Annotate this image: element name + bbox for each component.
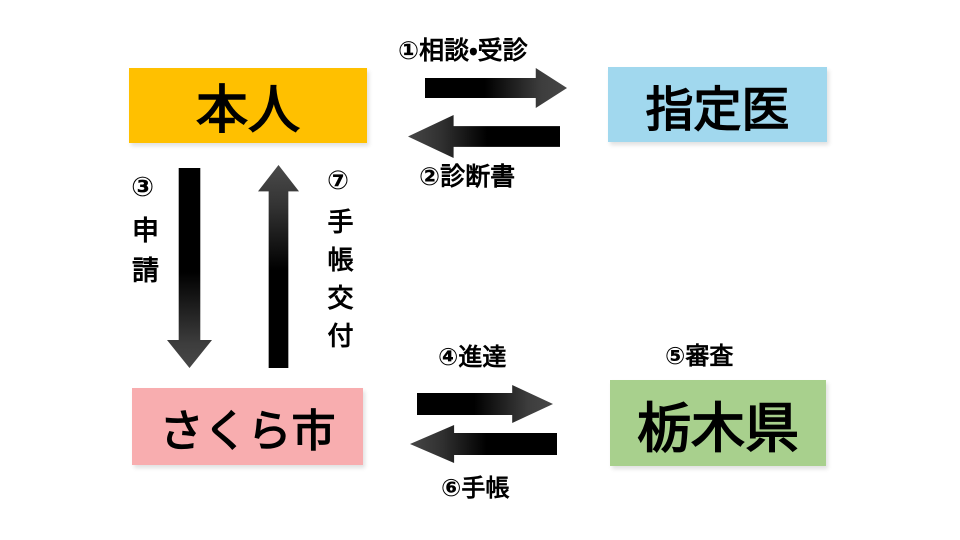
arrow-right-step1-icon [425,68,567,108]
node-tochigi-ken: 栃木県 [610,380,826,466]
node-sakura-shi: さくら市 [132,388,363,465]
label-step7-techou-koufu: ⑦手帳交付 [324,166,354,360]
node-shiteii: 指定医 [608,67,827,142]
arrow-right-step4-icon [417,385,553,423]
label-step6-techou: ⑥手帳 [441,475,510,502]
node-honnin: 本人 [129,68,367,143]
label-step5-shinsa: ⑤審査 [665,343,734,370]
label-step4-shintatsu: ④進達 [438,344,507,371]
label-step3-shinsei: ③申請 [128,172,158,296]
arrow-down-step3-icon [167,168,212,368]
arrow-up-step7-icon [258,165,299,368]
label-step1-soudan-jushin: ①相談・受診 [398,37,528,65]
arrow-left-step2-icon [408,115,560,158]
label-step2-shindansho: ②診断書 [419,163,516,191]
arrow-left-step6-icon [410,425,557,463]
